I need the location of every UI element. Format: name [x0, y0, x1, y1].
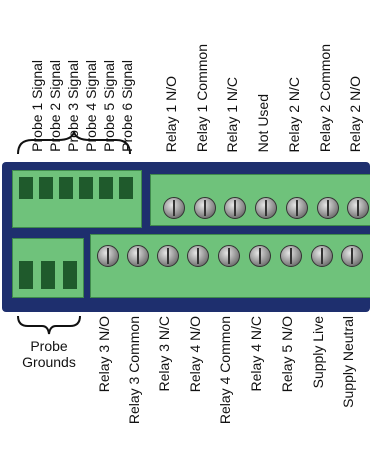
label-relay-2-no: Relay 2 N/O	[347, 75, 363, 152]
screw-terminal	[311, 245, 333, 267]
screw-terminal	[280, 245, 302, 267]
screw-terminal	[194, 197, 216, 219]
label-relay-3-common: Relay 3 Common	[126, 316, 142, 425]
terminal-slot	[19, 177, 33, 199]
terminal-slot	[119, 177, 133, 199]
probe-grounds-line-2: Grounds	[22, 354, 76, 370]
screw-terminal	[249, 245, 271, 267]
label-relay-2-nc: Relay 2 N/C	[286, 76, 302, 152]
label-supply-neutral: Supply Neutral	[340, 316, 356, 408]
label-relay-1-nc: Relay 1 N/C	[224, 76, 240, 152]
screw-terminal	[187, 245, 209, 267]
probe-ground-terminal-block	[12, 238, 84, 298]
terminal-slot	[41, 261, 55, 289]
probe-signal-terminal-block	[12, 170, 142, 228]
label-relay-3-no: Relay 3 N/O	[96, 316, 112, 393]
terminal-slot	[39, 177, 53, 199]
screw-terminal	[224, 197, 246, 219]
screw-terminal	[286, 197, 308, 219]
top-brace	[17, 131, 131, 155]
screw-terminal	[255, 197, 277, 219]
label-relay-3-nc: Relay 3 N/C	[156, 316, 172, 392]
label-relay-1-no: Relay 1 N/O	[163, 75, 179, 152]
label-supply-live: Supply Live	[310, 316, 326, 389]
top-relay-terminal-block	[150, 174, 370, 226]
label-relay-4-common: Relay 4 Common	[217, 316, 233, 425]
terminal-board	[2, 162, 370, 312]
screw-terminal	[218, 245, 240, 267]
bottom-relay-terminal-block	[90, 234, 370, 298]
label-relay-1-common: Relay 1 Common	[194, 43, 210, 152]
terminal-slot	[19, 261, 33, 289]
screw-terminal	[163, 197, 185, 219]
screw-terminal	[347, 197, 369, 219]
terminal-slot	[79, 177, 93, 199]
label-not-used: Not Used	[255, 93, 271, 152]
screw-terminal	[317, 197, 339, 219]
screw-terminal	[157, 245, 179, 267]
probe-grounds-line-1: Probe	[30, 338, 68, 354]
label-relay-4-nc: Relay 4 N/C	[248, 316, 264, 392]
label-relay-2-common: Relay 2 Common	[317, 43, 333, 152]
probe-grounds-label: Probe Grounds	[4, 338, 94, 370]
bottom-brace	[17, 315, 81, 335]
terminal-slot	[99, 177, 113, 199]
screw-terminal	[341, 245, 363, 267]
label-relay-5-no: Relay 5 N/O	[279, 316, 295, 393]
screw-terminal	[97, 245, 119, 267]
screw-terminal	[127, 245, 149, 267]
terminal-slot	[63, 261, 77, 289]
terminal-slot	[59, 177, 73, 199]
label-relay-4-no: Relay 4 N/O	[187, 316, 203, 393]
